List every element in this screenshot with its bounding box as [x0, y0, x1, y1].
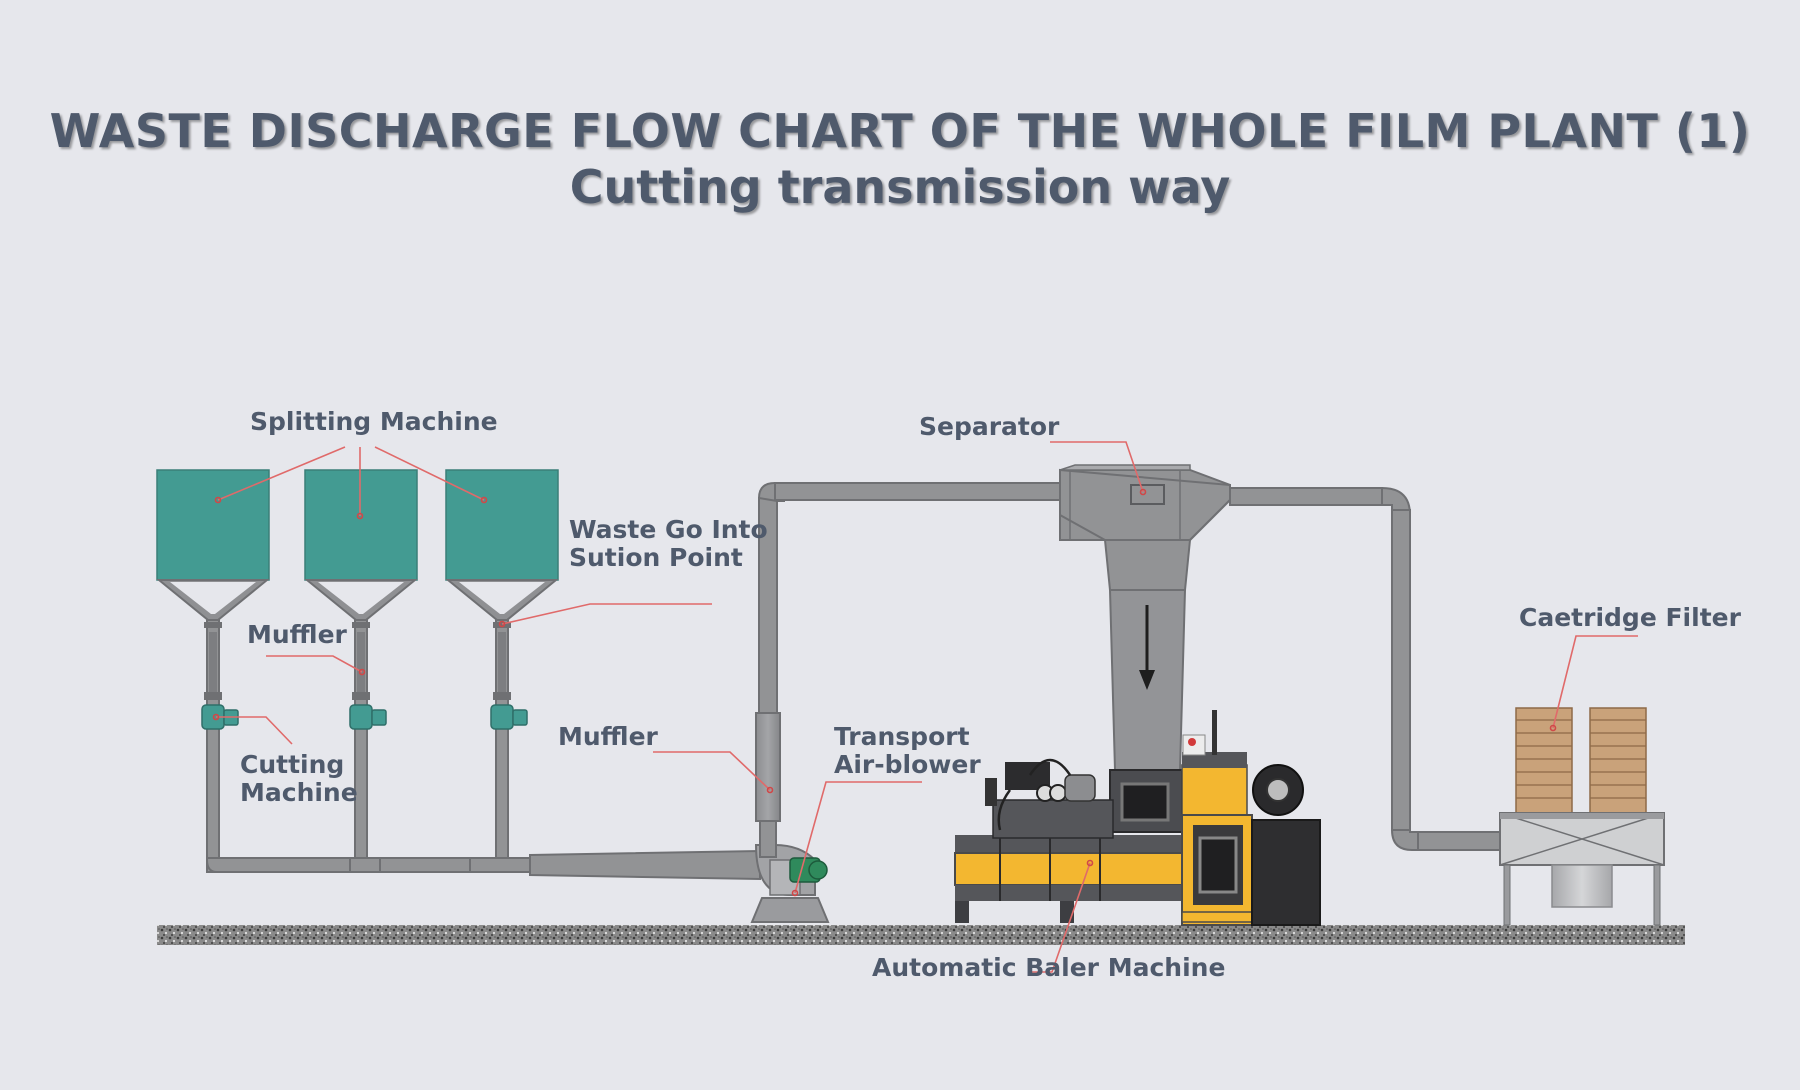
label-automatic-baler: Automatic Baler Machine	[872, 953, 1225, 982]
collection-pipe	[206, 849, 761, 881]
page-title: WASTE DISCHARGE FLOW CHART OF THE WHOLE …	[49, 104, 1751, 158]
feed-pipes	[204, 619, 511, 869]
splitting-machine-1	[156, 469, 270, 621]
cutting-machine-3	[490, 704, 528, 730]
label-transport-line1: Transport	[834, 722, 970, 751]
page-subtitle: Cutting transmission way	[569, 160, 1231, 214]
label-waste-suction-line1: Waste Go Into	[569, 515, 768, 544]
label-transport-line2: Air-blower	[834, 750, 981, 779]
label-cutting-machine-line2: Machine	[240, 778, 358, 807]
label-muffler-mid: Muffler	[558, 722, 659, 751]
cartridge-filter	[1499, 707, 1665, 926]
ground	[157, 925, 1685, 945]
label-muffler-left: Muffler	[247, 620, 348, 649]
label-cutting-machine-line1: Cutting	[240, 750, 344, 779]
label-cartridge-filter: Caetridge Filter	[1519, 603, 1742, 632]
label-waste-suction-line2: Sution Point	[569, 543, 743, 572]
automatic-baler-machine	[954, 710, 1321, 926]
label-splitting-machine: Splitting Machine	[250, 407, 498, 436]
leader-lines	[212, 441, 1638, 973]
splitting-machine-2	[304, 469, 418, 621]
separator	[1059, 464, 1501, 851]
cutting-machine-2	[349, 704, 387, 730]
splitting-machine-3	[445, 469, 559, 621]
label-separator: Separator	[919, 412, 1060, 441]
